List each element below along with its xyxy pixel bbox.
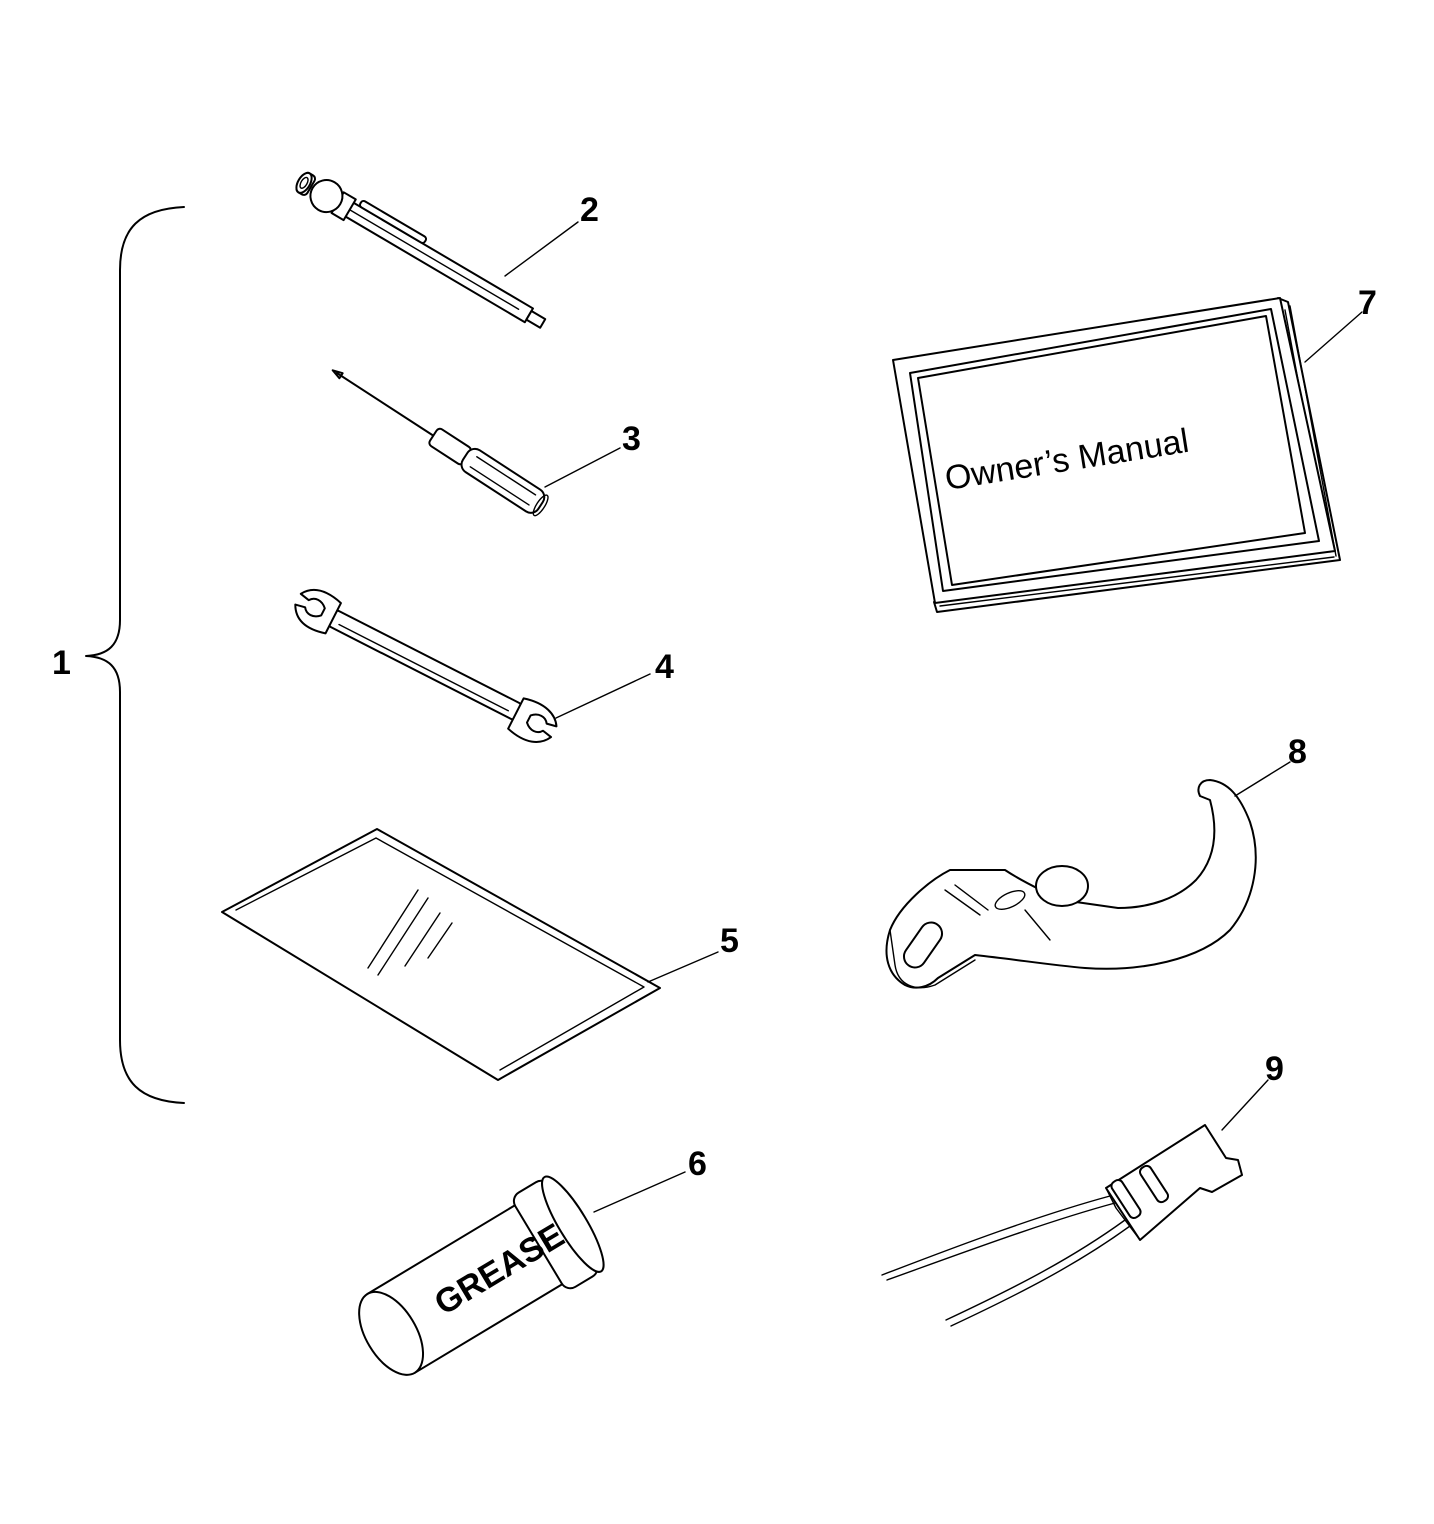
callout-2: 2 <box>580 191 599 229</box>
callout-3: 3 <box>622 420 641 458</box>
bracket <box>885 779 1257 989</box>
leader-lines <box>504 221 1363 1213</box>
screwdriver <box>331 369 549 517</box>
callout-1: 1 <box>52 644 71 682</box>
callout-8: 8 <box>1288 733 1307 771</box>
grease-tube: GREASE <box>358 1175 605 1376</box>
wrench <box>294 589 558 743</box>
callout-6: 6 <box>688 1145 707 1183</box>
callout-9: 9 <box>1265 1050 1284 1088</box>
owners-manual: Owner’s Manual <box>892 297 1341 613</box>
wire-connector <box>881 1124 1243 1327</box>
tire-gauge <box>295 171 547 329</box>
plastic-bag <box>221 828 661 1081</box>
callout-7: 7 <box>1358 284 1377 322</box>
callout-4: 4 <box>655 648 674 686</box>
callout-5: 5 <box>720 922 739 960</box>
kit-brace <box>85 206 185 1104</box>
